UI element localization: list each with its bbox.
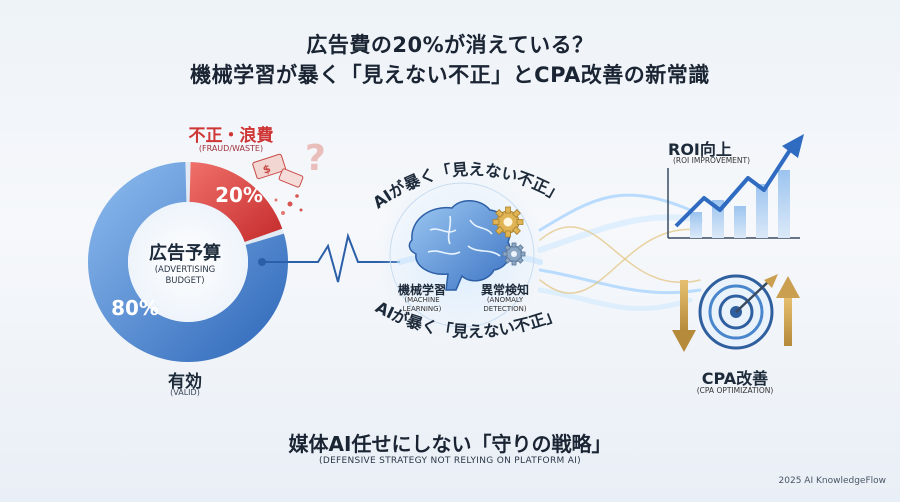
budget-donut-chart xyxy=(87,162,288,362)
svg-text:$: $ xyxy=(261,162,272,177)
budget-label-en: (ADVERTISING BUDGET) xyxy=(130,265,240,287)
cpa-label-en: (CPA OPTIMIZATION) xyxy=(696,386,774,395)
gear-icon xyxy=(502,242,526,266)
budget-label-en-line2: BUDGET) xyxy=(165,276,205,286)
budget-label: 広告予算 xyxy=(149,243,221,264)
strategy-subheading: (DEFENSIVE STRATEGY NOT RELYING ON PLATF… xyxy=(319,456,581,466)
ml-label-en: (MACHINE LEARNING) xyxy=(382,296,462,314)
credit-text: 2025 AI KnowledgeFlow xyxy=(778,476,886,486)
page-title-line1: 広告費の20%が消えている？ xyxy=(306,33,594,57)
arrow-down-icon xyxy=(672,280,696,352)
fraud-label-en: (FRAUD/WASTE) xyxy=(198,144,264,153)
fraud-label: 不正・浪費 xyxy=(188,126,274,146)
cpa-label: CPA改善 xyxy=(701,369,769,388)
anomaly-label: 異常検知 xyxy=(480,283,529,297)
valid-label-en: (VALID) xyxy=(170,388,200,397)
donut-slice-valid xyxy=(87,162,288,362)
money-icon: $ xyxy=(252,153,304,215)
strategy-heading: 媒体AI任せにしない「守りの戦略」 xyxy=(288,432,612,456)
anomaly-label-en: (ANOMALY DETECTION) xyxy=(465,296,545,314)
roi-label: ROI向上 xyxy=(668,140,732,159)
ml-label-en-line2: LEARNING) xyxy=(402,305,442,313)
gear-icon xyxy=(492,206,524,238)
anomaly-label-en-line2: DETECTION) xyxy=(483,305,527,313)
donut-slice-waste xyxy=(189,162,283,242)
question-mark-icon: ? xyxy=(305,138,326,179)
ml-label: 機械学習 xyxy=(397,283,446,297)
waste-percent-label: 20% xyxy=(215,183,263,207)
roi-chart-icon xyxy=(667,134,804,239)
pulse-line xyxy=(262,232,400,283)
target-icon xyxy=(698,274,778,350)
ml-label-en-line1: (MACHINE xyxy=(404,296,440,304)
budget-label-en-line1: (ADVERTISING xyxy=(154,265,216,275)
page-title-line2: 機械学習が暴く「見えない不正」とCPA改善の新常識 xyxy=(190,63,710,87)
brain-icon xyxy=(408,200,512,291)
center-ring xyxy=(389,182,535,328)
arrow-up-icon xyxy=(776,276,800,346)
valid-percent-label: 80% xyxy=(111,296,159,320)
pulse-dot xyxy=(258,258,266,266)
anomaly-label-en-line1: (ANOMALY xyxy=(486,296,524,304)
roi-label-en: (ROI IMPROVEMENT) xyxy=(673,156,751,165)
donut-hole xyxy=(128,202,248,322)
valid-label: 有効 xyxy=(168,372,202,392)
